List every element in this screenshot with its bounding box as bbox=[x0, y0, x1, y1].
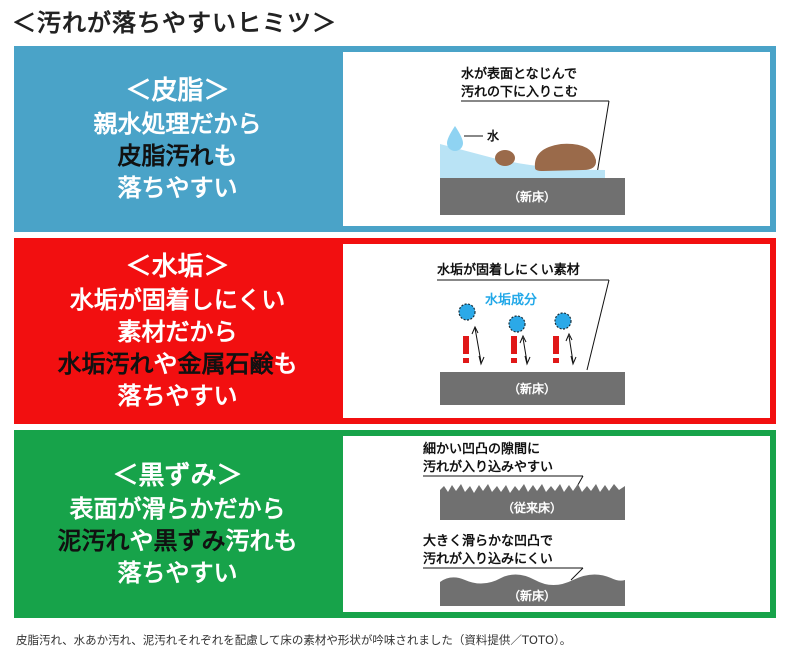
panel-limescale-line2: 素材だから bbox=[117, 318, 238, 346]
floor-new bbox=[440, 574, 625, 606]
floor-new bbox=[440, 178, 625, 215]
limescale-particle-group-1 bbox=[458, 303, 485, 366]
panel-blackening-line2-light-b: 汚れも bbox=[225, 527, 298, 555]
panel-limescale-line3-dark-b: 金属石鹸 bbox=[177, 350, 274, 378]
limescale-note-line1: 水垢が固着しにくい素材 bbox=[437, 262, 580, 278]
repel-arrow bbox=[568, 335, 574, 363]
limescale-note-leader bbox=[586, 279, 610, 371]
old-floor-note-line1: 細かい凹凸の隙間に bbox=[423, 441, 540, 457]
limescale-particle-icon bbox=[458, 303, 476, 321]
sebum-note-line1: 水が表面となじんで bbox=[461, 66, 577, 82]
new-floor-note-leader bbox=[570, 567, 584, 581]
metal-ion-bar bbox=[553, 336, 559, 354]
panel-limescale-heading: ＜水垢＞ bbox=[125, 252, 230, 282]
limescale-component-label: 水垢成分 bbox=[485, 292, 537, 308]
metal-ion-dot bbox=[553, 358, 559, 363]
panel-blackening: ＜黒ずみ＞ 表面が滑らかだから 泥汚れや黒ずみ汚れも 落ちやすい 細かい凹凸の隙… bbox=[14, 430, 776, 618]
panel-sebum-line2-dark: 皮脂汚れ bbox=[117, 142, 214, 170]
panel-blackening-line2: 泥汚れや黒ずみ汚れも bbox=[58, 525, 298, 557]
figure-caption: 皮脂汚れ、水あか汚れ、泥汚れそれぞれを配慮して床の素材や形状が吟味されました（資… bbox=[16, 633, 572, 647]
panel-blackening-line2-dark-a: 泥汚れ bbox=[57, 527, 130, 555]
sebum-note-line2: 汚れの下に入りこむ bbox=[461, 84, 578, 100]
panel-limescale-line3-light: や bbox=[153, 350, 178, 378]
new-floor-note-line2: 汚れが入り込みにくい bbox=[423, 551, 553, 567]
floor-new-label: （新床） bbox=[508, 381, 556, 396]
panel-sebum-text: ＜皮脂＞ 親水処理だから 皮脂汚れも 落ちやすい bbox=[14, 46, 341, 232]
repel-arrow bbox=[522, 337, 528, 363]
new-floor-note-line1: 大きく滑らかな凹凸で bbox=[423, 533, 553, 549]
limescale-particle-icon bbox=[508, 315, 526, 333]
page-title: ＜汚れが落ちやすいヒミツ＞ bbox=[12, 9, 337, 37]
limescale-particle-group-2 bbox=[508, 315, 531, 366]
limescale-diagram-svg: 水垢が固着しにくい素材 水垢成分 bbox=[437, 262, 625, 405]
panel-blackening-line3: 落ちやすい bbox=[117, 559, 238, 587]
panel-sebum-line2-light: も bbox=[213, 142, 238, 170]
dirt-large bbox=[534, 143, 597, 171]
metal-ion-dot bbox=[463, 358, 469, 363]
repel-arrow-tail bbox=[471, 325, 479, 335]
old-floor-note-line2: 汚れが入り込みやすい bbox=[423, 459, 553, 475]
blackening-diagram-svg: 細かい凹凸の隙間に 汚れが入り込みやすい （従来床） 大きく滑らかな凹凸で 汚れ… bbox=[423, 441, 625, 606]
floor-old bbox=[440, 484, 625, 520]
limescale-particle-group-3 bbox=[553, 312, 577, 366]
panel-limescale-line3: 水垢汚れや金属石鹸も bbox=[58, 348, 298, 380]
panel-sebum-line2: 皮脂汚れも bbox=[118, 140, 238, 172]
repel-arrow bbox=[474, 327, 482, 363]
panel-sebum-heading: ＜皮脂＞ bbox=[125, 76, 230, 106]
floor-new-label: （新床） bbox=[508, 189, 556, 204]
sebum-note-leader bbox=[596, 100, 610, 175]
repel-arrow-head bbox=[524, 355, 531, 366]
floor-old-label: （従来床） bbox=[502, 500, 562, 515]
water-droplet-icon bbox=[447, 126, 463, 151]
panel-limescale-text: ＜水垢＞ 水垢が固着しにくい 素材だから 水垢汚れや金属石鹸も 落ちやすい bbox=[14, 238, 341, 424]
metal-ion-bar bbox=[463, 336, 469, 354]
floor-new bbox=[440, 372, 625, 405]
panel-blackening-diagram: 細かい凹凸の隙間に 汚れが入り込みやすい （従来床） 大きく滑らかな凹凸で 汚れ… bbox=[343, 436, 770, 612]
repel-arrow-head bbox=[570, 355, 577, 366]
panel-blackening-line2-dark-b: 黒ずみ bbox=[153, 527, 226, 555]
panel-limescale-line1: 水垢が固着しにくい bbox=[69, 286, 286, 314]
panel-limescale-line3-dark-a: 水垢汚れ bbox=[57, 350, 154, 378]
panel-sebum-line1: 親水処理だから bbox=[93, 110, 262, 138]
repel-arrow-tail bbox=[565, 332, 573, 342]
panel-sebum-diagram: 水が表面となじんで 汚れの下に入りこむ 水 （新床） bbox=[343, 52, 770, 226]
panel-blackening-line2-light: や bbox=[129, 527, 154, 555]
panel-limescale-diagram: 水垢が固着しにくい素材 水垢成分 bbox=[343, 244, 770, 418]
water-label: 水 bbox=[487, 128, 500, 143]
metal-ion-bar bbox=[511, 336, 517, 354]
panel-sebum-line3: 落ちやすい bbox=[117, 174, 238, 202]
repel-arrow-tail bbox=[519, 334, 527, 344]
limescale-particle-icon bbox=[554, 312, 572, 330]
metal-ion-dot bbox=[511, 358, 517, 363]
panel-limescale: ＜水垢＞ 水垢が固着しにくい 素材だから 水垢汚れや金属石鹸も 落ちやすい 水垢… bbox=[14, 238, 776, 424]
panel-sebum: ＜皮脂＞ 親水処理だから 皮脂汚れも 落ちやすい 水が表面となじんで 汚れの下に… bbox=[14, 46, 776, 232]
panel-limescale-line3-light-b: も bbox=[273, 350, 298, 378]
panel-blackening-line1: 表面が滑らかだから bbox=[69, 495, 286, 523]
panel-limescale-line4: 落ちやすい bbox=[117, 382, 238, 410]
dirt-small bbox=[495, 150, 515, 166]
repel-arrow-head bbox=[478, 355, 485, 366]
panel-blackening-heading: ＜黒ずみ＞ bbox=[112, 461, 243, 491]
sebum-diagram-svg: 水が表面となじんで 汚れの下に入りこむ 水 （新床） bbox=[440, 66, 625, 215]
floor-new-label: （新床） bbox=[508, 588, 556, 603]
panel-blackening-text: ＜黒ずみ＞ 表面が滑らかだから 泥汚れや黒ずみ汚れも 落ちやすい bbox=[14, 430, 341, 618]
